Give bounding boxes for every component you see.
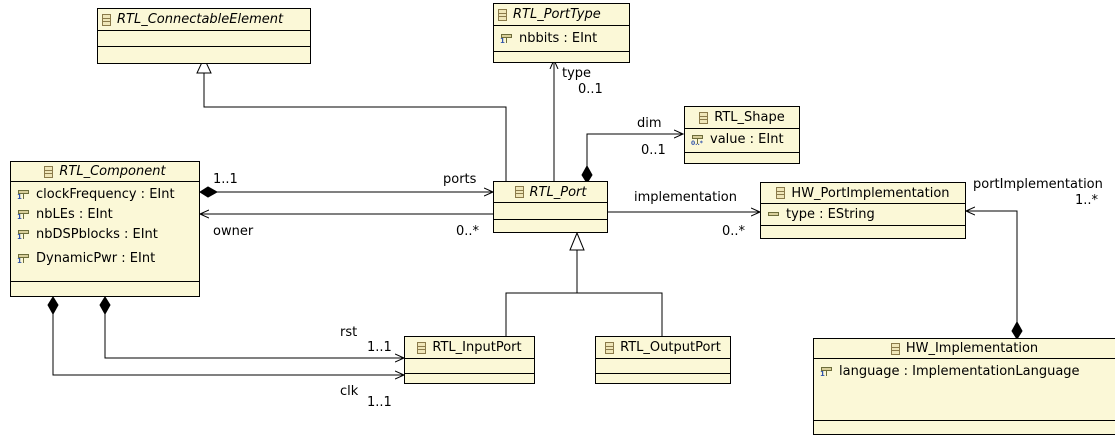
attribute-row[interactable]: 1 nbDSPblocks : EInt bbox=[11, 224, 199, 244]
class-icon bbox=[776, 187, 786, 199]
generalization-triangle-connectable bbox=[196, 56, 212, 74]
class-header: RTL_InputPort bbox=[405, 337, 534, 359]
attribute-row[interactable]: 1 nbLEs : EInt bbox=[11, 204, 199, 224]
class-connectable-element[interactable]: RTL_ConnectableElement bbox=[97, 8, 311, 64]
composition-diamond-dim bbox=[581, 164, 593, 184]
attribute-row[interactable]: 1 language : ImplementationLanguage bbox=[814, 361, 1115, 381]
label-type-mult: 0..1 bbox=[578, 82, 603, 97]
class-name: RTL_Shape bbox=[714, 110, 785, 125]
class-icon bbox=[417, 341, 427, 354]
class-name: RTL_Component bbox=[59, 164, 166, 179]
attribute-row[interactable]: 1 nbbits : EInt bbox=[494, 28, 629, 48]
edge-input-generalization bbox=[505, 292, 663, 336]
attribute-row[interactable]: 1 DynamicPwr : EInt bbox=[11, 248, 199, 268]
class-name: RTL_Port bbox=[529, 184, 587, 200]
class-output-port[interactable]: RTL_OutputPort bbox=[595, 336, 731, 384]
attribute-icon: 1 bbox=[17, 188, 30, 201]
attribute-compartment: 1 clockFrequency : EInt 1 nbLEs : EInt 1… bbox=[11, 182, 199, 282]
class-component[interactable]: RTL_Component 1 clockFrequency : EInt 1 … bbox=[10, 161, 200, 297]
class-icon bbox=[699, 111, 709, 124]
attribute-text: nbLEs : EInt bbox=[36, 206, 113, 222]
class-header: RTL_ConnectableElement bbox=[98, 9, 310, 31]
attribute-icon: 1 bbox=[500, 32, 513, 45]
attribute-compartment: 1 nbbits : EInt bbox=[494, 26, 629, 52]
attribute-icon: 1 bbox=[820, 365, 833, 378]
class-name: RTL_ConnectableElement bbox=[117, 12, 284, 27]
attribute-compartment: 0..* value : EInt bbox=[685, 129, 799, 153]
label-dim-mult: 0..1 bbox=[641, 143, 666, 158]
attribute-text: clockFrequency : EInt bbox=[36, 186, 175, 202]
attribute-icon: 1 bbox=[17, 208, 30, 221]
attribute-row[interactable]: 0..* value : EInt bbox=[685, 129, 799, 149]
class-header: RTL_Component bbox=[11, 162, 199, 182]
attribute-icon: 0..* bbox=[691, 133, 704, 147]
attribute-row[interactable]: type : EString bbox=[761, 204, 965, 224]
label-owner-mult: 0..* bbox=[456, 224, 480, 239]
edge-component-clk bbox=[52, 314, 404, 375]
class-header: RTL_PortType bbox=[494, 4, 629, 26]
edge-port-shape bbox=[586, 134, 683, 166]
class-header: RTL_Port bbox=[494, 182, 607, 203]
attribute-text: type : EString bbox=[786, 206, 875, 222]
class-header: RTL_OutputPort bbox=[596, 337, 730, 359]
class-icon bbox=[498, 8, 507, 21]
label-dim-role: dim bbox=[637, 116, 662, 131]
attribute-icon: 1 bbox=[17, 252, 30, 265]
attribute-compartment: type : EString bbox=[761, 204, 965, 226]
edge-hwimpl-portimpl bbox=[966, 211, 1018, 322]
class-input-port[interactable]: RTL_InputPort bbox=[404, 336, 535, 384]
attribute-compartment bbox=[405, 359, 534, 374]
class-name: RTL_PortType bbox=[513, 7, 601, 22]
label-port-implementation-mult: 1..* bbox=[1075, 193, 1099, 208]
generalization-triangle-port bbox=[569, 231, 585, 251]
label-clk-role: clk bbox=[340, 384, 359, 399]
class-shape[interactable]: RTL_Shape 0..* value : EInt bbox=[684, 106, 800, 164]
class-port-implementation[interactable]: HW_PortImplementation type : EString bbox=[760, 182, 966, 239]
attribute-row[interactable]: 1 clockFrequency : EInt bbox=[11, 184, 199, 204]
composition-diamond-rst bbox=[99, 296, 111, 316]
class-port-type[interactable]: RTL_PortType 1 nbbits : EInt bbox=[493, 3, 630, 63]
class-icon bbox=[890, 342, 900, 355]
attribute-compartment: 1 language : ImplementationLanguage bbox=[814, 359, 1115, 421]
attribute-compartment bbox=[494, 203, 607, 220]
attribute-compartment bbox=[596, 359, 730, 374]
class-name: HW_Implementation bbox=[905, 341, 1039, 356]
label-clk-mult: 1..1 bbox=[367, 395, 392, 410]
label-ports-mult: 1..1 bbox=[213, 172, 238, 187]
class-header: RTL_Shape bbox=[685, 107, 799, 129]
class-name: RTL_InputPort bbox=[432, 340, 522, 355]
class-icon bbox=[44, 165, 54, 178]
class-icon bbox=[605, 341, 615, 354]
label-port-implementation-role: portImplementation bbox=[973, 177, 1103, 192]
attribute-text: value : EInt bbox=[710, 131, 784, 147]
label-ports-role: ports bbox=[443, 172, 477, 187]
class-name: HW_PortImplementation bbox=[791, 185, 950, 201]
attribute-text: language : ImplementationLanguage bbox=[839, 363, 1080, 379]
label-type-role: type bbox=[562, 66, 592, 81]
edge-component-rst bbox=[104, 314, 404, 358]
class-header: HW_Implementation bbox=[814, 339, 1115, 359]
attribute-compartment bbox=[98, 31, 310, 47]
label-owner-role: owner bbox=[213, 224, 254, 239]
composition-diamond-clk bbox=[47, 296, 59, 316]
class-header: HW_PortImplementation bbox=[761, 183, 965, 204]
attribute-text: nbDSPblocks : EInt bbox=[36, 226, 158, 242]
attribute-icon bbox=[768, 208, 780, 220]
label-rst-mult: 1..1 bbox=[367, 340, 392, 355]
label-implementation-role: implementation bbox=[634, 190, 738, 205]
class-name: RTL_OutputPort bbox=[620, 340, 721, 355]
class-icon bbox=[102, 13, 111, 26]
attribute-text: nbbits : EInt bbox=[519, 30, 598, 46]
class-hw-implementation[interactable]: HW_Implementation 1 language : Implement… bbox=[813, 338, 1115, 435]
composition-diamond-portimpl bbox=[1011, 320, 1023, 340]
label-implementation-mult: 0..* bbox=[722, 224, 746, 239]
attribute-text: DynamicPwr : EInt bbox=[36, 250, 156, 266]
class-icon bbox=[514, 186, 524, 198]
label-rst-role: rst bbox=[340, 325, 358, 340]
attribute-icon: 1 bbox=[17, 228, 30, 241]
composition-diamond-ports bbox=[199, 186, 219, 198]
edge-port-generalization bbox=[203, 73, 507, 183]
class-port[interactable]: RTL_Port bbox=[493, 181, 608, 233]
